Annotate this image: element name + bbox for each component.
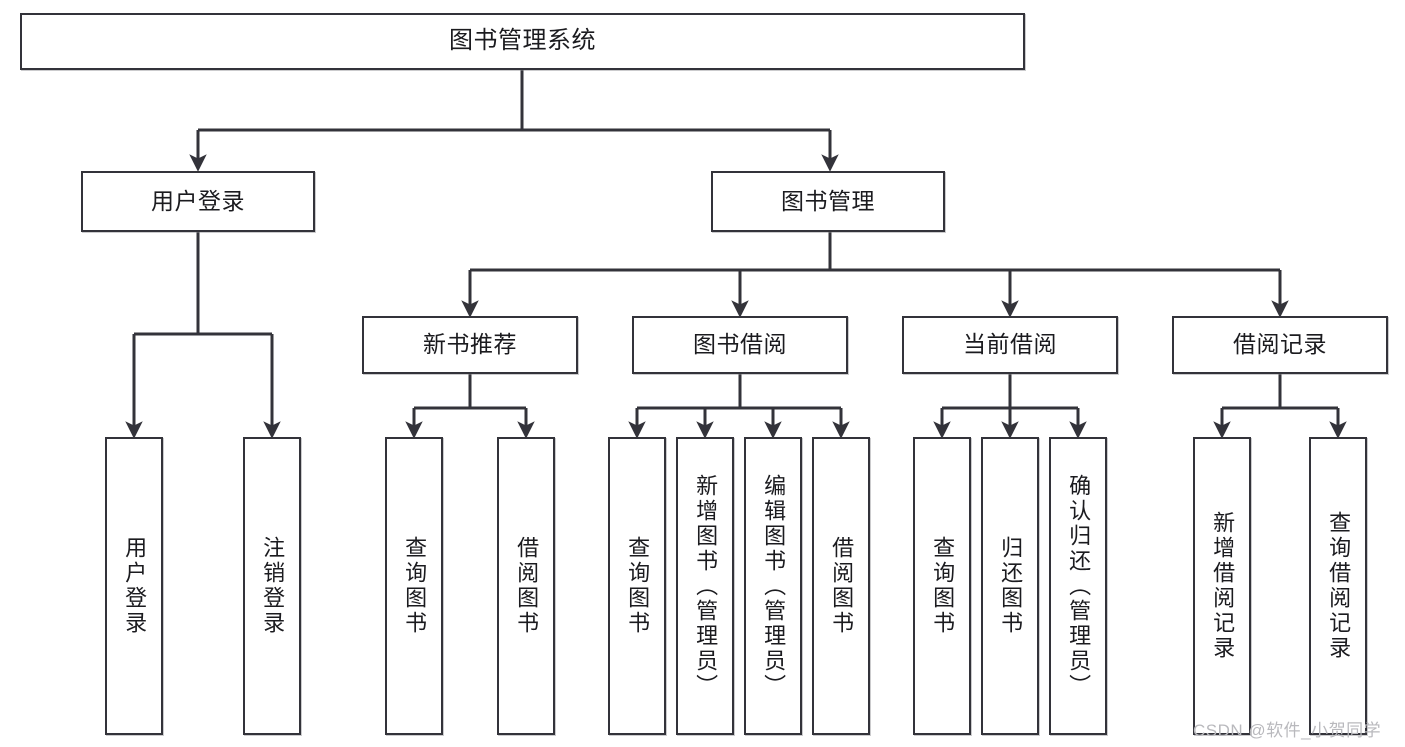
node-book-management[interactable]: 图书管理 xyxy=(711,171,945,232)
node-leaf-confirm-return-admin[interactable]: 确认归还（管理员） xyxy=(1049,437,1107,735)
node-label: 新书推荐 xyxy=(423,331,517,358)
node-user-login[interactable]: 用户登录 xyxy=(81,171,315,232)
node-root-system[interactable]: 图书管理系统 xyxy=(20,13,1025,70)
node-label: 用户登录 xyxy=(151,187,245,214)
node-leaf-add-book-admin[interactable]: 新增图书（管理员） xyxy=(676,437,734,735)
node-book-borrow[interactable]: 图书借阅 xyxy=(632,316,848,374)
node-label: 归还图书 xyxy=(998,536,1024,636)
node-label: 图书管理系统 xyxy=(449,27,596,55)
node-label: 查询图书 xyxy=(402,536,428,636)
node-leaf-query-book-recommend[interactable]: 查询图书 xyxy=(385,437,443,735)
node-label: 确认归还（管理员） xyxy=(1066,473,1092,699)
node-label: 图书管理 xyxy=(781,187,875,214)
node-leaf-logout[interactable]: 注销登录 xyxy=(243,437,301,735)
csdn-watermark: CSDN @软件_小贺同学 xyxy=(1193,721,1382,740)
node-current-borrow[interactable]: 当前借阅 xyxy=(902,316,1118,374)
node-leaf-query-book-current[interactable]: 查询图书 xyxy=(913,437,971,735)
node-label: 新增图书（管理员） xyxy=(693,473,719,699)
node-label: 查询借阅记录 xyxy=(1326,511,1352,661)
node-leaf-user-login[interactable]: 用户登录 xyxy=(105,437,163,735)
node-label: 借阅图书 xyxy=(829,536,855,636)
node-borrow-record[interactable]: 借阅记录 xyxy=(1172,316,1388,374)
node-label: 注销登录 xyxy=(260,536,286,636)
node-leaf-query-borrow-record[interactable]: 查询借阅记录 xyxy=(1309,437,1367,735)
node-leaf-query-book-borrow[interactable]: 查询图书 xyxy=(608,437,666,735)
node-leaf-borrow-book[interactable]: 借阅图书 xyxy=(812,437,870,735)
node-leaf-add-borrow-record[interactable]: 新增借阅记录 xyxy=(1193,437,1251,735)
node-label: 借阅记录 xyxy=(1233,331,1327,358)
node-label: 新增借阅记录 xyxy=(1210,511,1236,661)
node-label: 当前借阅 xyxy=(963,331,1057,358)
node-leaf-borrow-book-recommend[interactable]: 借阅图书 xyxy=(497,437,555,735)
node-label: 编辑图书（管理员） xyxy=(761,473,787,699)
node-label: 借阅图书 xyxy=(514,536,540,636)
node-label: 查询图书 xyxy=(930,536,956,636)
node-label: 用户登录 xyxy=(122,536,148,636)
node-leaf-edit-book-admin[interactable]: 编辑图书（管理员） xyxy=(744,437,802,735)
node-leaf-return-book[interactable]: 归还图书 xyxy=(981,437,1039,735)
node-label: 查询图书 xyxy=(625,536,651,636)
node-new-book-recommend[interactable]: 新书推荐 xyxy=(362,316,578,374)
node-label: 图书借阅 xyxy=(693,331,787,358)
